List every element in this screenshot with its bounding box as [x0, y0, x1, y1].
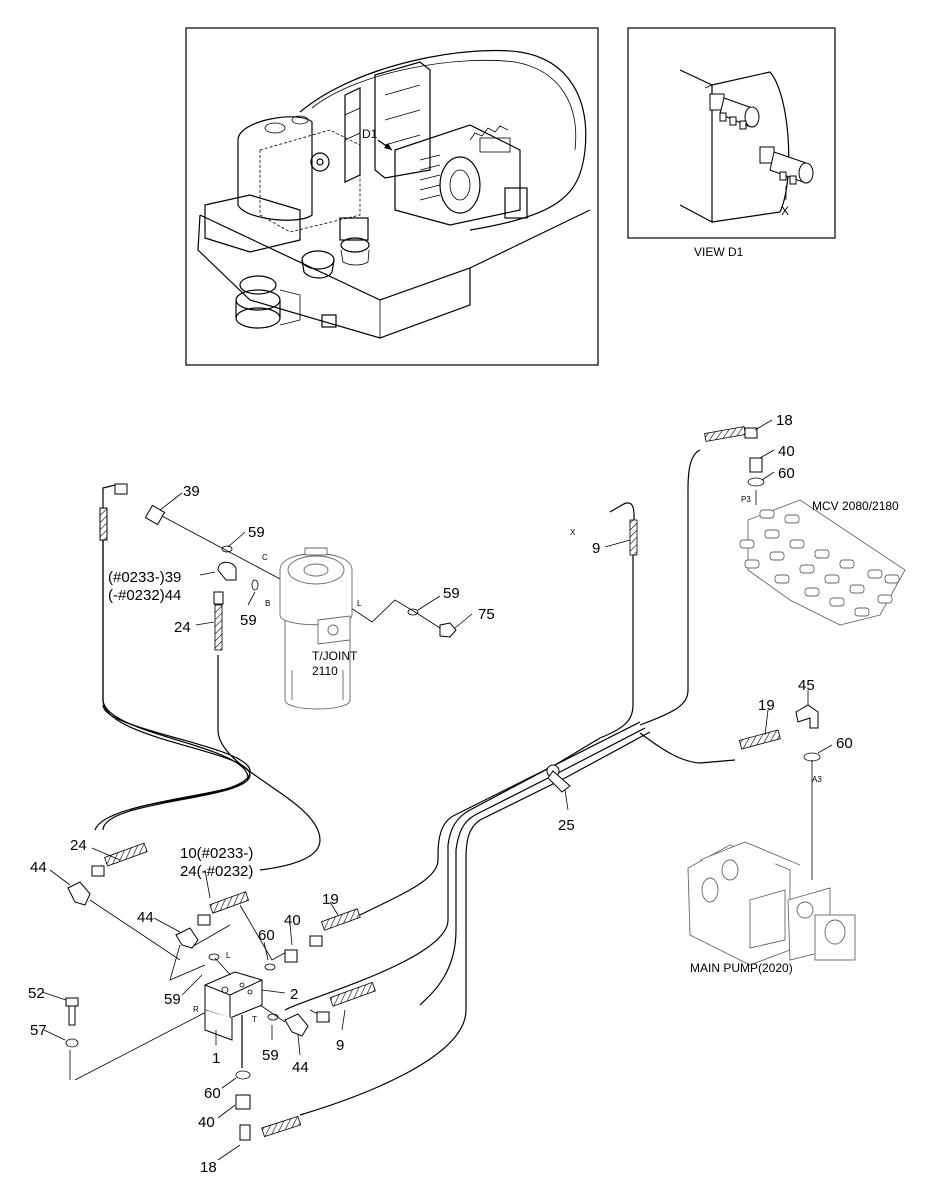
excavator-upper-structure: D1 [197, 49, 591, 339]
pump-name: MAIN PUMP(2020) [690, 961, 793, 975]
view-d1-block [679, 69, 790, 223]
hoses [65, 426, 821, 1141]
callout-60-pump: 60 [836, 735, 853, 752]
callout-40-bottom: 40 [198, 1114, 215, 1131]
port-b: B [265, 599, 270, 608]
callout-9-x: 9 [592, 540, 600, 557]
callout-44-left: 44 [30, 859, 47, 876]
callout-59-block: 59 [164, 991, 181, 1008]
callout-40-block: 40 [284, 912, 301, 929]
callout-9-t: 9 [336, 1037, 344, 1054]
port-p3: P3 [741, 495, 751, 504]
callout-40-top: 40 [778, 443, 795, 460]
callout-10-24-line1: 10(#0233-) [180, 845, 253, 862]
port-a3: A3 [812, 775, 822, 784]
callout-24-upper: 24 [174, 619, 191, 636]
port-r-block: R [193, 1005, 199, 1014]
piping-lines [69, 449, 813, 1116]
leader-lines [41, 419, 833, 1161]
callout-59-t: 59 [262, 1047, 279, 1064]
view-d1-frame [627, 27, 836, 239]
overview-frame [185, 27, 599, 366]
view-d1-upper-fitting [709, 93, 760, 130]
port-t-block: T [252, 1015, 257, 1024]
callout-45: 45 [798, 677, 815, 694]
machine-overview: D1 [185, 27, 599, 366]
view-d1-marker: D1 [362, 127, 378, 141]
callout-24-lower: 24 [70, 837, 87, 854]
callout-10-24-line2: 24(-#0232) [180, 863, 253, 880]
port-c: C [262, 553, 268, 562]
callout-75: 75 [478, 606, 495, 623]
callout-1: 1 [212, 1050, 220, 1067]
mcv-2080-2180: P3 MCV 2080/2180 [739, 495, 906, 626]
callout-44-mid: 44 [137, 909, 154, 926]
callout-60-top: 60 [778, 465, 795, 482]
callout-44-t: 44 [292, 1059, 309, 1076]
callout-18-bottom: 18 [200, 1159, 217, 1176]
callout-39-44-line2: (-#0232)44 [108, 587, 181, 604]
callout-25: 25 [558, 817, 575, 834]
view-d1-title: VIEW D1 [694, 245, 744, 259]
callout-52: 52 [28, 985, 45, 1002]
port-l-tjoint: L [357, 599, 362, 608]
view-d1-port-x: X [781, 204, 789, 218]
main-pump-2020: A3 MAIN PUMP(2020) [687, 775, 856, 975]
callout-2: 2 [290, 986, 298, 1003]
port-x: X [570, 528, 576, 537]
tjoint-name-line2: 2110 [312, 664, 338, 678]
callout-19-block: 19 [322, 891, 339, 908]
callout-39-44-line1: (#0233-)39 [108, 569, 181, 586]
mcv-name: MCV 2080/2180 [812, 499, 899, 513]
callout-60-block: 60 [258, 927, 275, 944]
callout-18-top: 18 [776, 412, 793, 429]
port-l-block: L [226, 951, 231, 960]
callout-59-c: 59 [248, 524, 265, 541]
callout-59-l: 59 [443, 585, 460, 602]
view-d1: X VIEW D1 [627, 27, 836, 259]
callout-59-b: 59 [240, 612, 257, 629]
callout-60-bottom: 60 [204, 1085, 221, 1102]
t-joint-2110: C B L T/JOINT 2110 [262, 547, 362, 710]
callouts: 18 40 60 39 59 (#0233-)39 (-#0232)44 59 … [28, 412, 853, 1176]
view-d1-lower-fitting [759, 146, 814, 185]
callout-57: 57 [30, 1022, 47, 1039]
callout-39: 39 [183, 483, 200, 500]
manifold-block: R L T [193, 951, 263, 1041]
tjoint-name-line1: T/JOINT [312, 649, 358, 663]
callout-19-pump: 19 [758, 697, 775, 714]
